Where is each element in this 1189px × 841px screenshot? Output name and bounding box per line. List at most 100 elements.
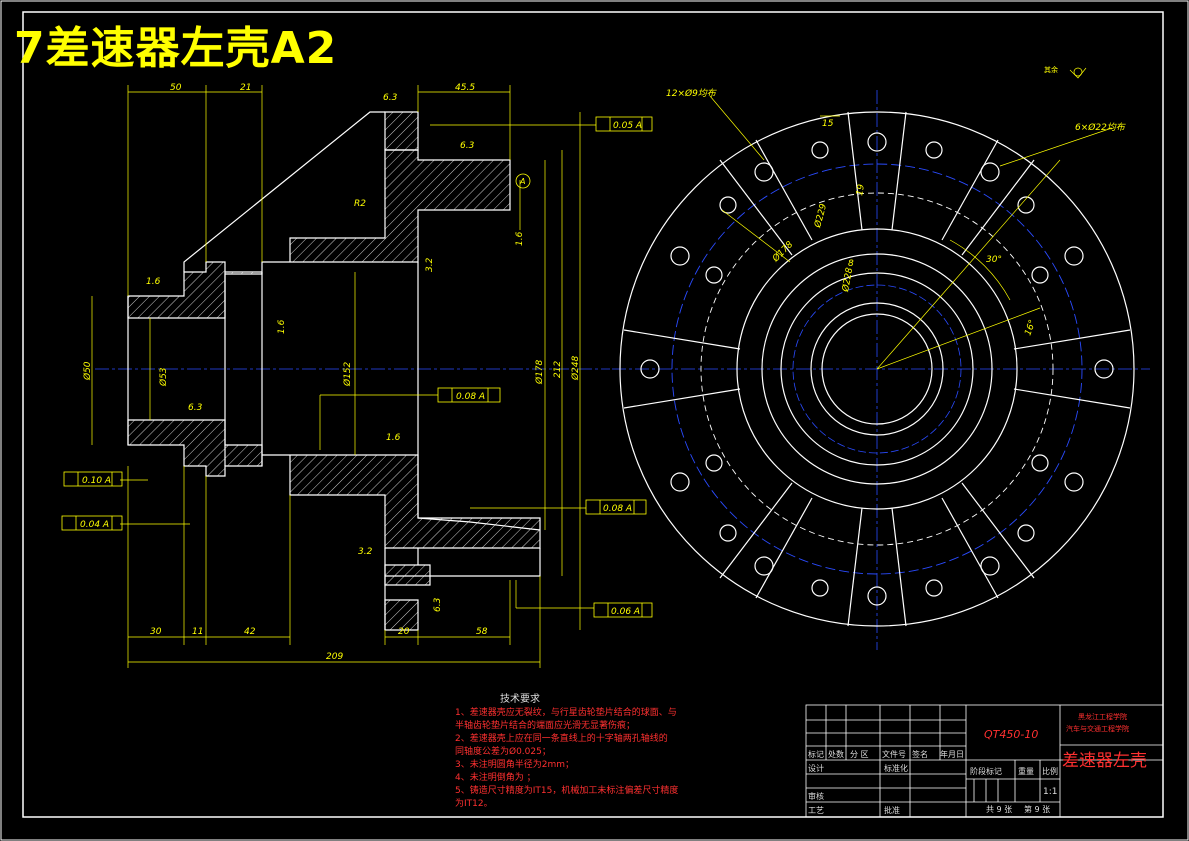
- scale-value: 1:1: [1043, 787, 1057, 797]
- ring-blue: [792, 284, 962, 454]
- bolt-holes: [640, 132, 1114, 606]
- radius-r2: R2: [354, 199, 366, 209]
- dim-45-5: 45.5: [455, 83, 475, 93]
- tol-6: 0.06 A: [611, 607, 640, 617]
- roughness-3: 1.6: [146, 277, 161, 287]
- inner-dashed: [700, 192, 1054, 546]
- lower-section: [127, 419, 541, 549]
- sheet-no: 第 9 张: [1024, 804, 1050, 814]
- sheets-total: 共 9 张: [986, 805, 1012, 814]
- roughness-8: 1.6: [277, 319, 287, 334]
- ring-2: [761, 253, 993, 485]
- diam-50: Ø50: [82, 361, 93, 381]
- angle-16: 16°: [1023, 319, 1038, 337]
- ribs: [623, 111, 1131, 627]
- tol-5: 0.04 A: [80, 520, 109, 530]
- bolt-circle: [671, 163, 1083, 575]
- dim-phi229: Ø229: [812, 202, 829, 230]
- holes-note-6: 6×Ø22均布: [1075, 122, 1127, 133]
- ring-3: [780, 272, 974, 466]
- tolerance-frames: [61, 116, 653, 618]
- tol-3: 0.08 A: [603, 504, 632, 514]
- row-label-1: 处数: [828, 749, 844, 759]
- diam-178: Ø178: [534, 359, 545, 385]
- end-view-dims: [709, 67, 1113, 370]
- dim-30: 30: [150, 627, 162, 637]
- tol-1: 0.05 A: [613, 121, 642, 131]
- outer-circle: [619, 111, 1135, 627]
- label-standardize: 标准化: [884, 763, 908, 773]
- diam-152: Ø152: [342, 361, 353, 387]
- tech-item: 2、差速器壳上应在同一条直线上的十字轴两孔轴线的: [455, 734, 668, 744]
- dim-8: 8: [848, 259, 854, 269]
- dim-42: 42: [244, 627, 256, 637]
- label-design: 设计: [808, 763, 824, 773]
- tol-4: 0.10 A: [82, 476, 111, 486]
- label-process: 工艺: [808, 806, 824, 815]
- dim-11: 11: [192, 627, 203, 637]
- roughness-other: 其余: [1044, 65, 1058, 74]
- label-review: 审核: [808, 791, 824, 801]
- row-label-2: 分 区: [850, 750, 869, 759]
- section-dimensions: [91, 85, 596, 668]
- dim-15: 15: [822, 119, 834, 129]
- ring-5: [821, 313, 933, 425]
- label-scale: 比例: [1042, 766, 1058, 776]
- row-label-5: 年月日: [940, 749, 964, 759]
- row-label-3: 文件号: [882, 749, 906, 759]
- ring-1: [736, 228, 1018, 510]
- dim-19: 19: [855, 183, 867, 196]
- label-stage: 阶段标记: [970, 766, 1002, 776]
- tech-item: 同轴度公差为Ø0.025；: [455, 747, 551, 757]
- drawing-title: 7差速器左壳A2: [14, 23, 338, 74]
- roughness-2: 6.3: [460, 141, 475, 151]
- tol-2: 0.08 A: [456, 392, 485, 402]
- roughness-1: 6.3: [383, 93, 398, 103]
- roughness-4: 6.3: [188, 403, 203, 413]
- upper-flange: [384, 111, 419, 151]
- tech-item: 4、未注明倒角为 ；: [455, 773, 536, 783]
- upper-slope: [183, 111, 385, 272]
- dim-20: 20: [398, 627, 410, 637]
- angle-1-6: 1.6: [515, 231, 525, 246]
- row-label-4: 签名: [912, 749, 928, 759]
- angle-30: 30°: [986, 255, 1002, 265]
- upper-section: [127, 149, 511, 319]
- school-line1: 黑龙江工程学院: [1078, 712, 1127, 721]
- tech-item: 半轴齿轮垫片结合的端面应光滑无显著伤痕；: [455, 721, 636, 731]
- tech-item: 3、未注明圆角半径为2mm；: [455, 760, 574, 770]
- dim-50: 50: [170, 83, 182, 93]
- lower-outline: [384, 517, 541, 630]
- label-weight: 重量: [1018, 766, 1034, 776]
- label-approve: 批准: [884, 805, 900, 815]
- holes-note-12: 12×Ø9均布: [666, 88, 718, 99]
- roughness-9: 6.3: [433, 597, 443, 612]
- row-label-0: 标记: [808, 749, 824, 759]
- roughness-6: 3.2: [358, 547, 373, 557]
- tech-item: 5、铸造尺寸精度为IT15，机械加工未标注偏差尺寸精度: [455, 786, 679, 796]
- school-line2: 汽车与交通工程学院: [1066, 724, 1129, 733]
- tech-item: 为IT12。: [455, 799, 493, 809]
- ring-4: [810, 302, 944, 436]
- roughness-7: 3.2: [425, 257, 435, 272]
- dim-209: 209: [326, 652, 343, 662]
- end-view: [612, 90, 1150, 650]
- tech-requirements-list: 1、差速器壳应无裂纹，与行星齿轮垫片结合的球面、与 半轴齿轮垫片结合的端面应光滑…: [455, 707, 715, 811]
- tech-item: 1、差速器壳应无裂纹，与行星齿轮垫片结合的球面、与: [455, 708, 677, 718]
- dim-58: 58: [476, 627, 488, 637]
- dim-21: 21: [240, 83, 251, 93]
- title-block: [805, 704, 1164, 818]
- lower-flange: [384, 564, 431, 631]
- title-block-text: QT450-10 黑龙江工程学院 汽车与交通工程学院 差速器左壳 标记 处数 分…: [808, 712, 1147, 815]
- diam-53: Ø53: [158, 367, 169, 387]
- datum-a: A: [519, 177, 525, 186]
- tech-requirements-heading: 技术要求: [500, 694, 540, 705]
- section-labels: 50 21 45.5 30 11 42 20 58 209 6.3 6.3 1.…: [80, 83, 642, 662]
- diam-212: 212: [553, 361, 563, 378]
- part-name: 差速器左壳: [1062, 751, 1147, 771]
- inner-frame: [22, 11, 1164, 818]
- material: QT450-10: [984, 728, 1038, 741]
- diam-248: Ø248: [570, 355, 581, 381]
- dim-phi228: Ø228: [840, 266, 855, 293]
